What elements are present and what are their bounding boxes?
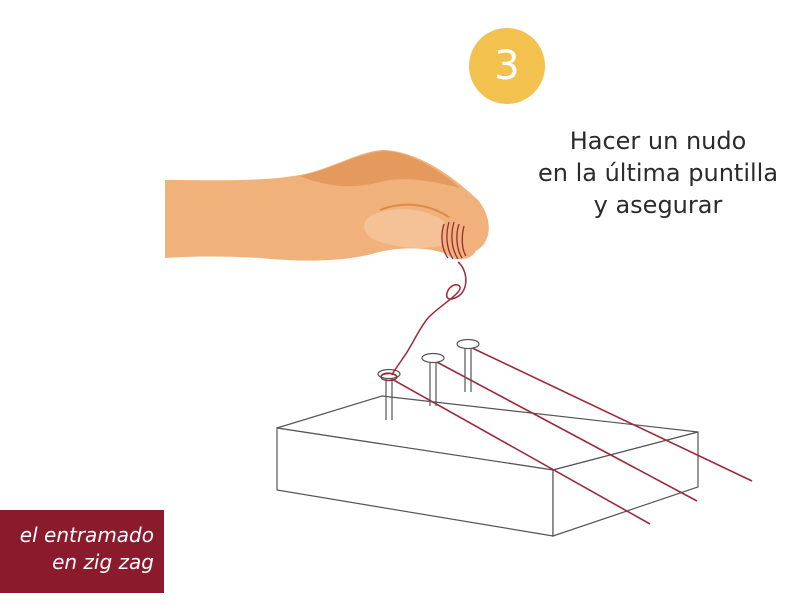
instruction-line-2: en la última puntilla: [537, 159, 779, 187]
hanging-thread: [391, 261, 467, 376]
step-badge: 3: [469, 28, 545, 104]
nail-icon-2: [421, 352, 445, 406]
caption-box: el entramado en zig zag: [0, 510, 164, 593]
caption-line-2: en zig zag: [52, 550, 154, 574]
hand-icon: [165, 150, 489, 261]
caption-text: el entramado en zig zag: [0, 522, 154, 576]
caption-line-1: el entramado: [19, 523, 154, 547]
knot-icon: [380, 372, 398, 382]
instruction-line-3: y asegurar: [593, 191, 723, 219]
nail-icon-3: [456, 338, 480, 392]
thread-lines: [389, 345, 753, 525]
step-number: 3: [494, 43, 520, 89]
instruction-line-1: Hacer un nudo: [569, 127, 747, 155]
instruction-text: Hacer un nudo en la última puntilla y as…: [508, 125, 808, 221]
